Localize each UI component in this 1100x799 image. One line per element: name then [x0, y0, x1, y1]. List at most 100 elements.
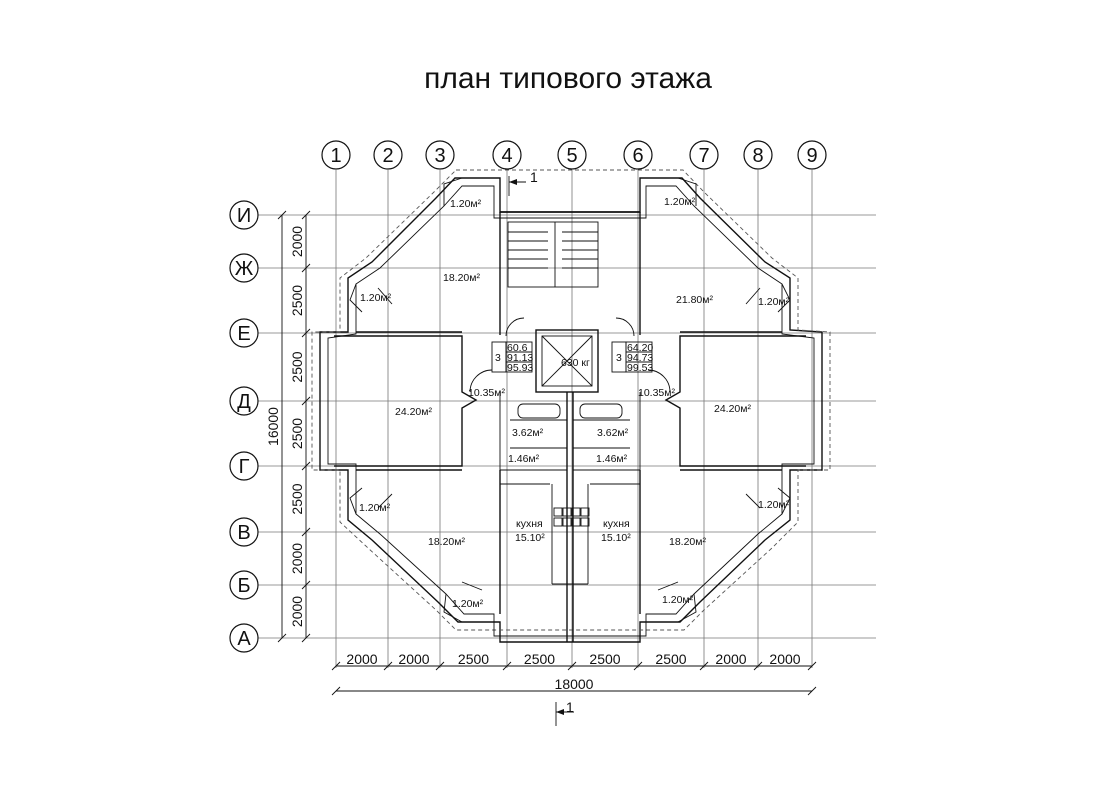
balcony-label: 1.20м² — [664, 196, 696, 208]
row-axis-bubble — [229, 623, 259, 653]
dimension-label: 2000 — [715, 651, 746, 667]
row-axis-bubble — [229, 200, 259, 230]
dimension-label: 2500 — [289, 483, 305, 514]
balcony-label: 1.20м² — [450, 198, 482, 210]
kitchen-label: кухня — [603, 518, 630, 530]
room-label: 24.20м² — [395, 406, 432, 418]
room-label: 24.20м² — [714, 403, 751, 415]
kitchen-label: кухня — [516, 518, 543, 530]
apartment-stats-left: 3 60.6 91.13 95.93 — [491, 341, 533, 374]
section-marker-bottom: 1 — [555, 699, 574, 726]
dimension-tick — [502, 661, 512, 671]
balcony-label: 1.20м² — [758, 296, 790, 308]
dimension-tick — [331, 661, 341, 671]
column-axis-bubble — [743, 140, 773, 170]
dimension-tick — [301, 633, 311, 643]
dimension-tick — [277, 210, 287, 220]
apartment-stats-right: 3 64.20 94.73 99.53 — [611, 341, 653, 374]
dimension-total-label: 16000 — [265, 407, 281, 446]
dimension-tick — [567, 661, 577, 671]
kitchen-area: 15.10² — [515, 532, 545, 544]
dimension-tick — [301, 328, 311, 338]
balcony-label: 1.20м² — [662, 594, 694, 606]
dimension-label: 2000 — [289, 543, 305, 574]
dimension-tick — [301, 396, 311, 406]
dimension-label: 2500 — [524, 651, 555, 667]
dimension-lines: 2000 2000 2500 2500 2500 2500 2000 2000 18000 200… — [265, 210, 817, 696]
column-axis-label: 8 — [752, 145, 763, 167]
row-axis-bubble — [229, 451, 259, 481]
row-axis-label: В — [237, 522, 250, 544]
dimension-tick — [301, 527, 311, 537]
room-label: 21.80м² — [676, 294, 713, 306]
stats-right-area-1: 64.20 — [627, 342, 653, 354]
dimension-tick — [301, 210, 311, 220]
elevator-label: 630 кг — [561, 357, 590, 369]
dimension-label: 2000 — [769, 651, 800, 667]
dimension-tick — [807, 661, 817, 671]
dimension-tick — [633, 661, 643, 671]
row-axis-bubble — [229, 570, 259, 600]
row-axis-bubble — [229, 517, 259, 547]
row-axis-label: И — [237, 205, 251, 227]
bathroom-label: 3.62м² — [597, 427, 629, 439]
dimension-tick — [753, 661, 763, 671]
row-axis-label: Д — [237, 391, 251, 413]
stats-right-area-2: 94.73 — [627, 352, 653, 364]
section-marker-label: 1 — [530, 169, 538, 185]
stats-left-area-1: 60.6 — [507, 342, 528, 354]
dimension-label: 2500 — [289, 351, 305, 382]
column-axis-bubble — [623, 140, 653, 170]
stats-left-area-3: 95.93 — [507, 362, 533, 374]
row-axis-label: Б — [237, 575, 250, 597]
dimension-label: 2000 — [289, 226, 305, 257]
ventilation-grille — [553, 507, 590, 527]
column-axis-bubble — [492, 140, 522, 170]
row-axis-label: Г — [239, 456, 250, 478]
row-axis-label: Е — [237, 323, 250, 345]
room-labels: 1.20м² 1.20м² 1.20м² 1.20м² 1.20м² 1.20м… — [359, 196, 790, 610]
dimension-label: 2500 — [458, 651, 489, 667]
hall-label: 10.35м² — [638, 387, 675, 399]
column-axis-bubble — [425, 140, 455, 170]
column-axis-label: 9 — [806, 145, 817, 167]
dimension-label: 2500 — [589, 651, 620, 667]
balcony-label: 1.20м² — [360, 292, 392, 304]
dimension-tick — [435, 661, 445, 671]
stats-right-area-3: 99.53 — [627, 362, 653, 374]
room-label: 18.20м² — [428, 536, 465, 548]
column-axis-bubble — [797, 140, 827, 170]
dimension-tick — [383, 661, 393, 671]
dimension-tick — [807, 686, 817, 696]
column-axis-label: 6 — [632, 145, 643, 167]
stats-left-rooms: 3 — [495, 352, 501, 364]
section-marker-label: 1 — [566, 699, 574, 715]
wc-label: 1.46м² — [508, 453, 540, 465]
dimension-label: 2500 — [655, 651, 686, 667]
dimension-label: 2500 — [289, 418, 305, 449]
column-axis-label: 3 — [434, 145, 445, 167]
balcony-label: 1.20м² — [359, 502, 391, 514]
exterior-walls — [311, 169, 831, 643]
kitchen-area: 15.10² — [601, 532, 631, 544]
dimension-tick — [301, 580, 311, 590]
section-marker-top: 1 — [508, 169, 538, 196]
dimension-tick — [301, 461, 311, 471]
dimension-total-label: 18000 — [555, 676, 594, 692]
plan-title: план типового этажа — [424, 62, 712, 95]
hall-label: 10.35м² — [468, 387, 505, 399]
column-axis-label: 4 — [501, 145, 512, 167]
column-axis-bubble — [373, 140, 403, 170]
wc-label: 1.46м² — [596, 453, 628, 465]
column-axis-label: 2 — [382, 145, 393, 167]
column-axis-bubble — [321, 140, 351, 170]
dimension-tick — [301, 263, 311, 273]
dimension-tick — [699, 661, 709, 671]
column-axis-label: 1 — [330, 145, 341, 167]
dimension-label: 2000 — [289, 596, 305, 627]
column-axis-label: 5 — [566, 145, 577, 167]
dimension-label: 2000 — [346, 651, 377, 667]
